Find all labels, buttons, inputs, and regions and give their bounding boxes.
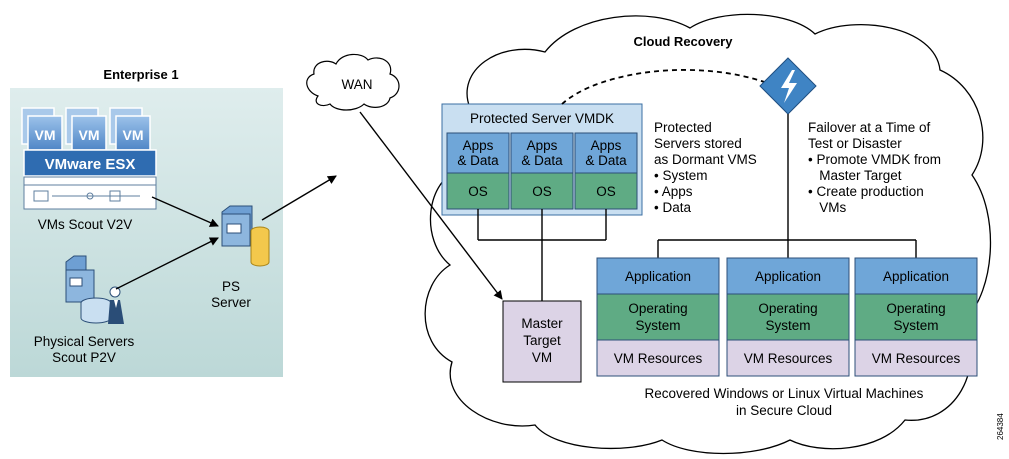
svg-text:OS: OS bbox=[596, 184, 616, 199]
recovery-connector bbox=[657, 114, 917, 258]
svg-text:Failover at a Time of: Failover at a Time of bbox=[808, 120, 931, 135]
ps-server-icon bbox=[221, 205, 270, 267]
svg-text:• Promote VMDK from: • Promote VMDK from bbox=[808, 152, 941, 167]
svg-text:Test or Disaster: Test or Disaster bbox=[808, 136, 902, 151]
wan-label: WAN bbox=[342, 77, 373, 92]
master-target-box bbox=[502, 300, 582, 383]
esx-bar bbox=[23, 149, 157, 177]
svg-text:• System: • System bbox=[654, 168, 708, 183]
protected-column-1: Apps & Data OS bbox=[446, 132, 510, 210]
svg-text:VM Resources: VM Resources bbox=[872, 351, 961, 366]
physical-servers-label-2: Scout P2V bbox=[52, 350, 116, 365]
svg-text:Operating: Operating bbox=[628, 301, 687, 316]
svg-text:Application: Application bbox=[625, 269, 691, 284]
svg-text:& Data: & Data bbox=[521, 153, 563, 168]
svg-text:Apps: Apps bbox=[591, 138, 622, 153]
svg-text:& Data: & Data bbox=[585, 153, 627, 168]
svg-text:Apps: Apps bbox=[527, 138, 558, 153]
svg-text:Operating: Operating bbox=[758, 301, 817, 316]
svg-text:Apps: Apps bbox=[463, 138, 494, 153]
svg-text:VMs: VMs bbox=[808, 200, 847, 215]
svg-text:Servers stored: Servers stored bbox=[654, 136, 742, 151]
svg-text:• Create production: • Create production bbox=[808, 184, 924, 199]
protected-to-master-connector bbox=[477, 209, 607, 301]
master-target-label-1: Master bbox=[521, 316, 563, 331]
physical-servers-label-1: Physical Servers bbox=[34, 334, 135, 349]
svg-text:VM Resources: VM Resources bbox=[614, 351, 703, 366]
vms-scout-label: VMs Scout V2V bbox=[38, 217, 133, 232]
recovered-vm-3: Application Operating System VM Resource… bbox=[854, 257, 978, 377]
recovered-vm-1: Application Operating System VM Resource… bbox=[596, 257, 720, 377]
vmdk-to-recovery-dashed-link bbox=[561, 69, 771, 105]
svg-text:Application: Application bbox=[883, 269, 949, 284]
vm-label-2: VM bbox=[79, 127, 100, 143]
ps-server-label-1: PS bbox=[222, 279, 240, 294]
svg-text:OS: OS bbox=[532, 184, 552, 199]
recovered-caption-2: in Secure Cloud bbox=[736, 403, 832, 418]
protected-server-title: Protected Server VMDK bbox=[470, 111, 614, 126]
svg-text:as Dormant VMS: as Dormant VMS bbox=[654, 152, 757, 167]
wan-to-master-arrow bbox=[359, 111, 503, 300]
svg-text:& Data: & Data bbox=[457, 153, 499, 168]
vm-box-2 bbox=[71, 115, 107, 151]
svg-text:Application: Application bbox=[755, 269, 821, 284]
recovered-vm-2: Application Operating System VM Resource… bbox=[726, 257, 850, 377]
svg-text:OS: OS bbox=[468, 184, 488, 199]
esx-server-icon bbox=[23, 176, 157, 210]
cloud-recovery-title: Cloud Recovery bbox=[634, 34, 734, 49]
svg-text:• Data: • Data bbox=[654, 200, 691, 215]
vm-label-3: VM bbox=[123, 127, 144, 143]
failover-note: Failover at a Time of Test or Disaster •… bbox=[808, 120, 941, 215]
esx-label: VMware ESX bbox=[45, 156, 136, 173]
wan-cloud bbox=[306, 53, 400, 111]
master-target-label-3: VM bbox=[532, 350, 552, 365]
svg-text:VM Resources: VM Resources bbox=[744, 351, 833, 366]
svg-text:Operating: Operating bbox=[886, 301, 945, 316]
vm-stack: VM VM VM bbox=[21, 107, 151, 151]
vm-box-3 bbox=[115, 115, 151, 151]
protected-column-3: Apps & Data OS bbox=[574, 132, 638, 210]
svg-text:System: System bbox=[635, 318, 680, 333]
figure-id: 264384 bbox=[996, 413, 1005, 440]
svg-text:System: System bbox=[765, 318, 810, 333]
svg-text:System: System bbox=[893, 318, 938, 333]
protected-column-2: Apps & Data OS bbox=[510, 132, 574, 210]
vm-label-1: VM bbox=[35, 127, 56, 143]
physical-to-ps-arrow bbox=[115, 237, 219, 290]
svg-text:• Apps: • Apps bbox=[654, 184, 693, 199]
esx-to-ps-arrow bbox=[151, 196, 219, 227]
physical-server-icon bbox=[65, 255, 124, 324]
recovered-caption-1: Recovered Windows or Linux Virtual Machi… bbox=[645, 386, 924, 401]
svg-text:Master Target: Master Target bbox=[808, 168, 902, 183]
svg-text:Protected: Protected bbox=[654, 120, 712, 135]
stored-note: Protected Servers stored as Dormant VMS … bbox=[654, 120, 757, 215]
ps-to-wan-arrow bbox=[261, 175, 337, 221]
ps-server-label-2: Server bbox=[211, 295, 251, 310]
enterprise-title: Enterprise 1 bbox=[103, 67, 178, 82]
master-target-label-2: Target bbox=[523, 333, 561, 348]
